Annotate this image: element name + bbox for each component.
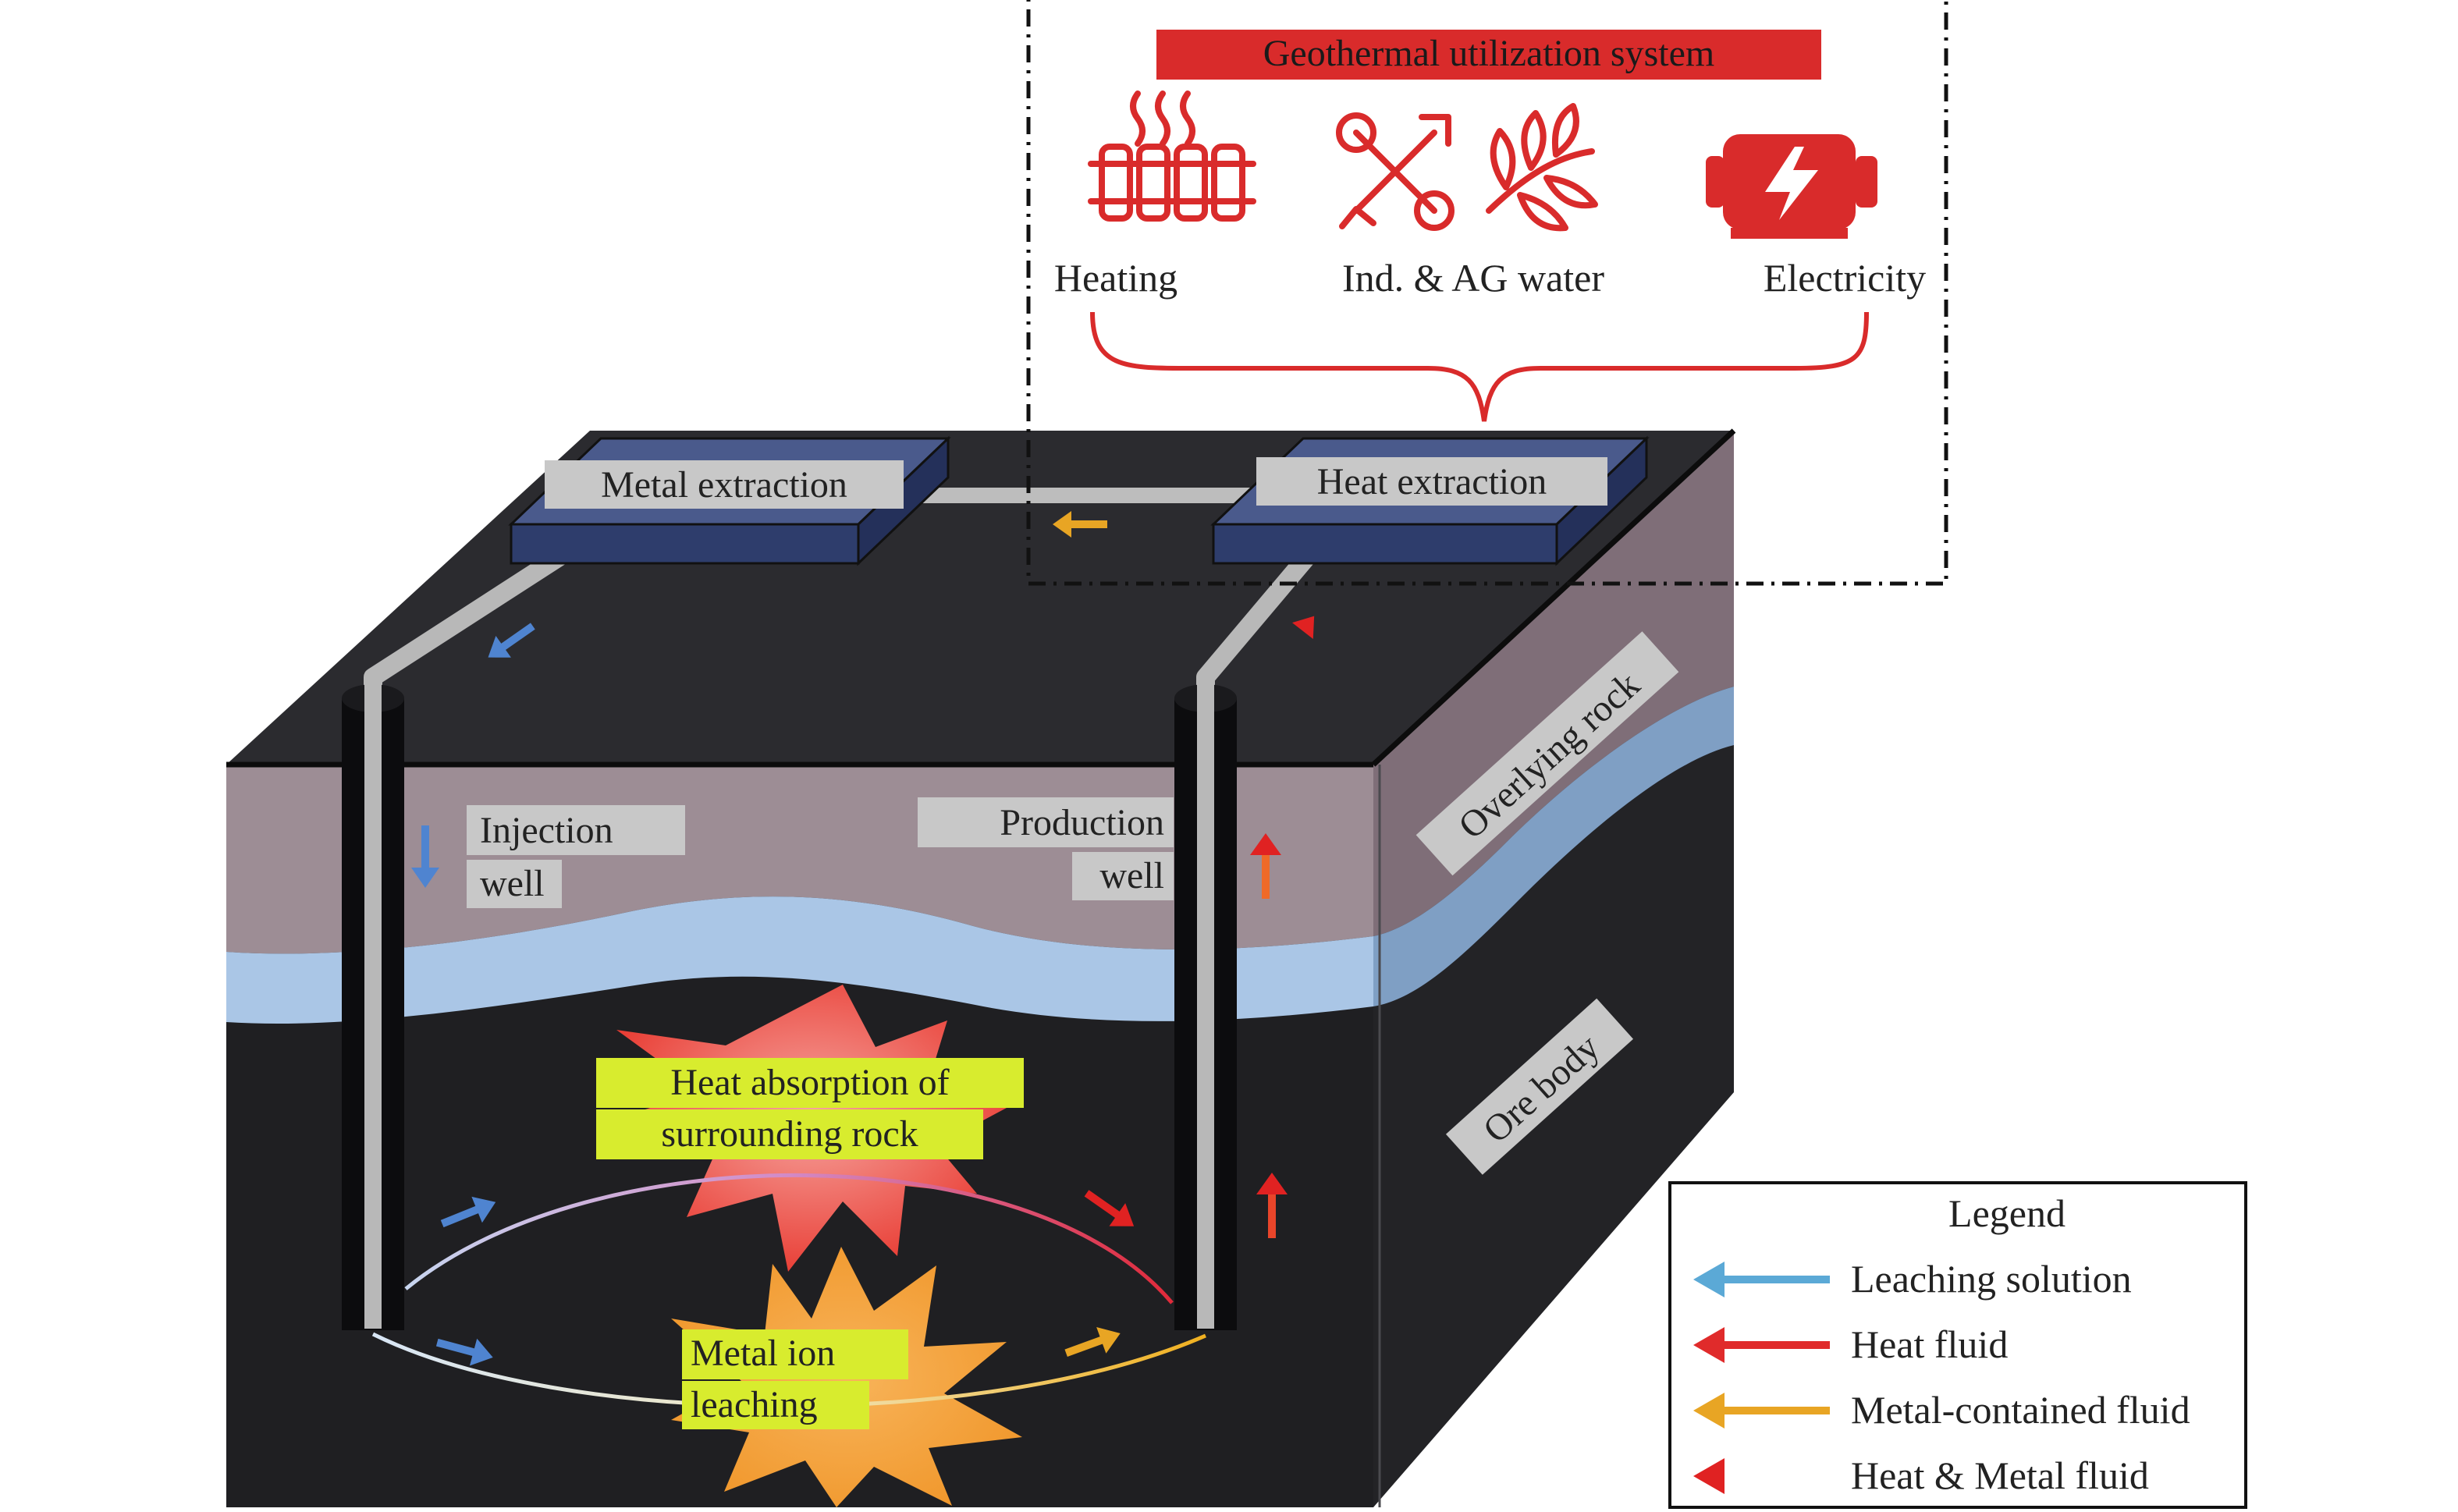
arrow-lower-right [1064,1326,1121,1358]
legend-label-leaching-solution: Leaching solution [1851,1257,2132,1301]
tools-icon [1336,112,1455,231]
production-well [1174,677,1237,1330]
utilization-brace [1090,311,1869,422]
arrow-injection-down [411,825,439,888]
electric-generator-icon [1706,134,1877,239]
utilization-system-frame [1026,0,1948,586]
heating-label: Heating [1054,256,1177,300]
upper-flow-arc [404,1173,1174,1304]
arrow-upper-right [1084,1190,1135,1226]
legend-item-leaching-solution: Leaching solution [1693,1257,2132,1301]
metal-extraction-label-box [545,460,904,509]
production-label-line-2: well [1099,855,1164,896]
heat-absorption-label-line-2: surrounding rock [661,1113,918,1155]
heat-absorption-label-box-1 [596,1058,1024,1108]
legend-label-metal-contained-fluid: Metal-contained fluid [1851,1388,2190,1432]
flow-arrows [411,511,1315,1366]
injection-label-line-2: well [480,863,545,904]
arrow-upper-left [440,1196,496,1228]
legend-item-heat-metal-fluid: Heat & Metal fluid [1693,1453,2149,1497]
legend-label-heat-fluid: Heat fluid [1851,1322,2008,1366]
block-edge-right-top [1371,428,1736,767]
legend-frame [1668,1181,2247,1509]
heat-extraction-label: Heat extraction [1317,461,1547,502]
metal-leaching-label-box-1 [682,1329,908,1379]
arrow-production-surface [1277,616,1315,662]
legend: Legend Leaching solution Heat fluid Meta… [1668,1181,2247,1509]
injection-label-box-2 [467,860,562,908]
heat-absorption-label-line-1: Heat absorption of [670,1062,949,1103]
legend-item-metal-contained-fluid: Metal-contained fluid [1693,1388,2190,1432]
aquifer-side [1373,687,1734,1006]
arrow-lower-left [435,1338,493,1366]
legend-title: Legend [1948,1191,2066,1235]
metal-leaching-label-box-2 [682,1381,869,1429]
production-label-box-1 [918,797,1174,847]
ind-ag-water-label: Ind. & AG water [1342,256,1604,300]
metal-leaching-label-line-1: Metal ion [691,1333,835,1374]
injection-label-box-1 [467,805,685,855]
injection-label-line-1: Injection [480,810,613,851]
legend-item-heat-fluid: Heat fluid [1693,1322,2008,1366]
arrow-heat-up [1256,1173,1288,1238]
arrow-surface-metal [1053,511,1107,538]
heat-extraction-label-box [1256,457,1607,506]
arrow-injection-surface [488,623,535,658]
plant-icon [1486,103,1598,232]
radiator-heating-icon [1088,91,1256,222]
injection-well [342,677,404,1330]
utilization-title-bar [1156,30,1821,80]
heat-absorption-label-box-2 [596,1109,983,1159]
production-label-line-1: Production [1000,802,1164,843]
metal-leaching-label-line-2: leaching [691,1384,818,1425]
electricity-label: Electricity [1764,256,1926,300]
arrow-production-up [1250,833,1281,899]
production-label-box-2 [1072,852,1174,900]
legend-label-heat-metal-fluid: Heat & Metal fluid [1851,1453,2149,1497]
utilization-title: Geothermal utilization system [1263,33,1715,74]
aquifer-front [226,896,1373,1024]
metal-extraction-label: Metal extraction [601,464,847,506]
